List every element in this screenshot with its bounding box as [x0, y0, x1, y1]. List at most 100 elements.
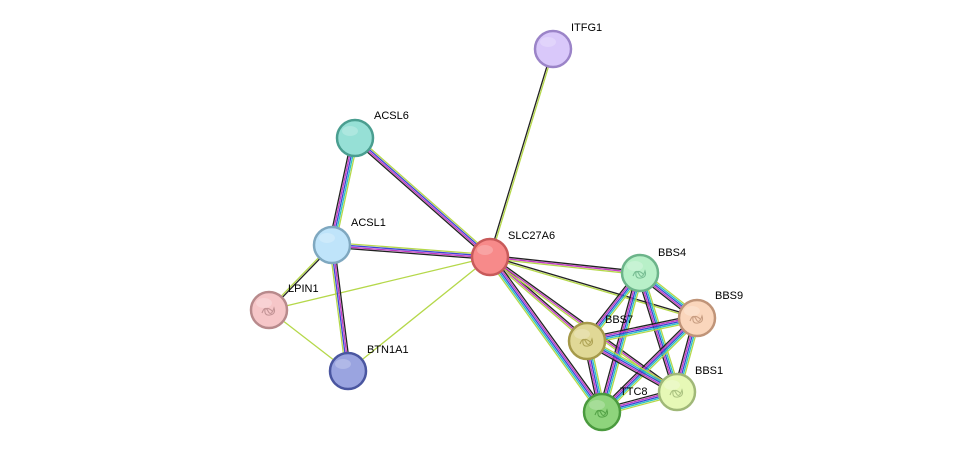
node-circle [470, 237, 510, 277]
edge-evidence-line [489, 257, 641, 276]
node-circle [582, 392, 622, 432]
node-highlight [574, 329, 590, 339]
edge-evidence-line [598, 271, 638, 412]
edge-slc27a6-acsl1[interactable] [331, 241, 491, 261]
node-ttc8[interactable] [582, 392, 622, 432]
node-label-btn1a1: BTN1A1 [367, 344, 409, 356]
node-bbs7[interactable] [567, 321, 607, 361]
edge-slc27a6-acsl6[interactable] [352, 135, 493, 260]
structure-thumbnail-icon [689, 314, 704, 324]
node-itfg1[interactable] [533, 29, 573, 69]
edge-evidence-line [640, 271, 680, 393]
edge-evidence-line [347, 256, 491, 372]
edge-evidence-line [491, 254, 606, 411]
edge-evidence-line [488, 257, 602, 414]
structure-thumbnail-icon [579, 337, 594, 347]
node-lpin1[interactable] [249, 290, 289, 330]
node-circle [567, 321, 607, 361]
node-circle [533, 29, 573, 69]
edge-evidence-line [331, 243, 491, 257]
node-label-acsl1: ACSL1 [351, 217, 386, 229]
edge-evidence-line [328, 244, 347, 372]
node-highlight [540, 37, 556, 47]
node-highlight [664, 380, 680, 390]
edge-evidence-line [604, 273, 644, 414]
node-highlight [684, 306, 700, 316]
structure-thumbnail-icon [594, 408, 609, 418]
node-circle [328, 351, 368, 391]
node-highlight [319, 233, 335, 243]
edge-bbs4-bbs1[interactable] [636, 271, 681, 394]
edge-evidence-line [331, 245, 491, 259]
nodes-layer [249, 29, 717, 432]
edge-slc27a6-ttc8[interactable] [486, 254, 606, 415]
edge-evidence-line [330, 244, 348, 372]
structure-thumbnail-icon [669, 388, 684, 398]
node-slc27a6[interactable] [470, 237, 510, 277]
node-highlight [589, 400, 605, 410]
edge-evidence-line [354, 136, 492, 258]
node-highlight [627, 261, 643, 271]
structure-thumbnail-icon [632, 269, 647, 279]
edge-evidence-line [600, 316, 697, 412]
structure-thumbnail-icon [261, 306, 276, 316]
edge-evidence-line [488, 48, 553, 258]
edge-evidence-line [352, 139, 490, 260]
edge-slc27a6-bbs4[interactable] [489, 254, 641, 276]
node-bbs4[interactable] [620, 253, 660, 293]
node-circle [312, 225, 352, 265]
edge-evidence-line [642, 271, 681, 392]
edge-evidence-line [636, 273, 675, 394]
node-circle [657, 372, 697, 412]
node-bbs1[interactable] [657, 372, 697, 412]
node-label-ttc8: TTC8 [620, 386, 648, 398]
edge-evidence-line [599, 315, 696, 411]
edge-slc27a6-bbs9[interactable] [489, 255, 698, 320]
node-highlight [335, 359, 351, 369]
node-label-bbs1: BBS1 [695, 365, 723, 377]
edge-evidence-line [331, 246, 491, 261]
node-label-slc27a6: SLC27A6 [508, 230, 555, 242]
node-circle [249, 290, 289, 330]
node-circle [677, 298, 717, 338]
node-circle [335, 118, 375, 158]
edge-slc27a6-itfg1[interactable] [488, 48, 555, 258]
node-highlight [256, 298, 272, 308]
node-btn1a1[interactable] [328, 351, 368, 391]
edge-evidence-line [332, 244, 350, 372]
node-acsl6[interactable] [335, 118, 375, 158]
edge-evidence-line [490, 255, 604, 412]
edge-evidence-line [489, 256, 603, 413]
node-label-acsl6: ACSL6 [374, 110, 409, 122]
labels-layer: SLC27A6ITFG1ACSL6ACSL1LPIN1BTN1A1BBS4BBS… [288, 22, 743, 398]
edge-evidence-line [489, 256, 641, 274]
node-bbs9[interactable] [677, 298, 717, 338]
node-label-itfg1: ITFG1 [571, 22, 602, 34]
edge-evidence-line [637, 272, 677, 394]
node-label-bbs7: BBS7 [605, 314, 633, 326]
edge-evidence-line [486, 258, 601, 415]
edge-evidence-line [268, 256, 491, 311]
edge-evidence-line [355, 135, 493, 256]
node-acsl1[interactable] [312, 225, 352, 265]
node-circle [620, 253, 660, 293]
node-label-lpin1: LPIN1 [288, 283, 319, 295]
edge-bbs9-ttc8[interactable] [599, 315, 700, 415]
edge-evidence-line [602, 318, 699, 414]
edge-evidence-line [489, 257, 698, 320]
edge-acsl1-btn1a1[interactable] [328, 244, 352, 372]
edge-slc27a6-btn1a1[interactable] [347, 256, 491, 372]
edge-evidence-line [603, 319, 700, 415]
edge-evidence-line [353, 137, 491, 259]
edge-slc27a6-lpin1[interactable] [268, 256, 491, 311]
edge-bbs4-ttc8[interactable] [598, 271, 644, 414]
edge-evidence-line [639, 272, 678, 393]
edge-evidence-line [331, 241, 491, 256]
edge-evidence-line [601, 317, 698, 413]
edge-evidence-line [601, 272, 641, 413]
edge-evidence-line [333, 244, 352, 372]
node-label-bbs9: BBS9 [715, 290, 743, 302]
edge-evidence-line [489, 254, 641, 273]
edge-evidence-line [489, 255, 698, 318]
